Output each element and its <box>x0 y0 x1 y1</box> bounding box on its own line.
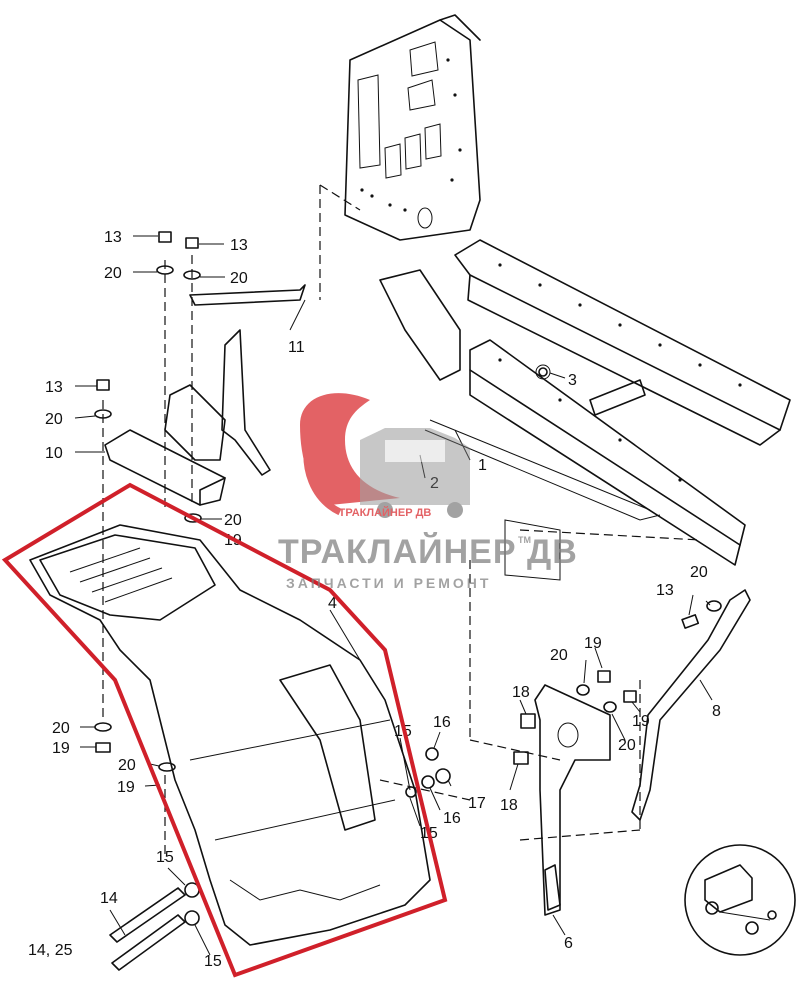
support-rod <box>631 589 751 821</box>
callout-8: 8 <box>712 703 721 720</box>
callout-14-25: 14, 25 <box>28 942 73 959</box>
callout-20: 20 <box>690 564 708 581</box>
callout-13: 13 <box>230 237 248 254</box>
callout-16: 16 <box>433 714 451 731</box>
callout-13: 13 <box>45 379 63 396</box>
brand-tm: TM <box>518 535 531 545</box>
fasteners <box>94 231 722 971</box>
callouts: 13 13 20 20 11 13 20 10 20 19 4 3 1 2 20… <box>28 229 721 970</box>
brand-tagline: ЗАПЧАСТИ И РЕМОНТ <box>286 575 491 591</box>
callout-15: 15 <box>204 953 222 970</box>
callout-20: 20 <box>550 647 568 664</box>
callout-20: 20 <box>45 411 63 428</box>
truck-icon <box>360 428 470 518</box>
callout-13: 13 <box>104 229 122 246</box>
leader-lines <box>74 235 713 956</box>
callout-1: 1 <box>478 457 487 474</box>
callout-3: 3 <box>568 372 577 389</box>
brand-name: ТРАКЛАЙНЕР ДВ <box>278 532 578 571</box>
callout-20: 20 <box>104 265 122 282</box>
callout-20: 20 <box>118 757 136 774</box>
cab-panel <box>344 14 481 241</box>
callout-19: 19 <box>52 740 70 757</box>
logo-arc-icon <box>303 429 342 516</box>
callout-14: 14 <box>100 890 118 907</box>
callout-18: 18 <box>512 684 530 701</box>
mount-brackets <box>104 284 306 506</box>
logo-caption: ТРАКЛАЙНЕР ДВ <box>339 506 432 519</box>
callout-16: 16 <box>443 810 461 827</box>
callout-19: 19 <box>117 779 135 796</box>
callout-20: 20 <box>52 720 70 737</box>
callout-4: 4 <box>328 595 337 612</box>
callout-17: 17 <box>468 795 486 812</box>
callout-19: 19 <box>584 635 602 652</box>
phantom-lines <box>102 184 701 860</box>
callout-10: 10 <box>45 445 63 462</box>
callout-11: 11 <box>288 339 305 356</box>
callout-20: 20 <box>618 737 636 754</box>
callout-20: 20 <box>230 270 248 287</box>
callout-6: 6 <box>564 935 573 952</box>
callout-18: 18 <box>500 797 518 814</box>
callout-13: 13 <box>656 582 674 599</box>
logo-swoosh-icon <box>300 393 400 505</box>
fender <box>29 524 431 946</box>
fender-highlight-outline <box>1 482 448 978</box>
frame-rails <box>379 239 791 581</box>
callout-15: 15 <box>156 849 174 866</box>
watermark-logo: ТРАКЛАЙНЕР ДВ ТРАКЛАЙНЕР ДВ TM ЗАПЧАСТИ … <box>278 393 578 591</box>
callout-20: 20 <box>224 512 242 529</box>
callout-2: 2 <box>430 475 439 492</box>
inset-detail <box>684 844 796 956</box>
callout-19: 19 <box>632 713 650 730</box>
lower-bracket <box>534 684 611 916</box>
